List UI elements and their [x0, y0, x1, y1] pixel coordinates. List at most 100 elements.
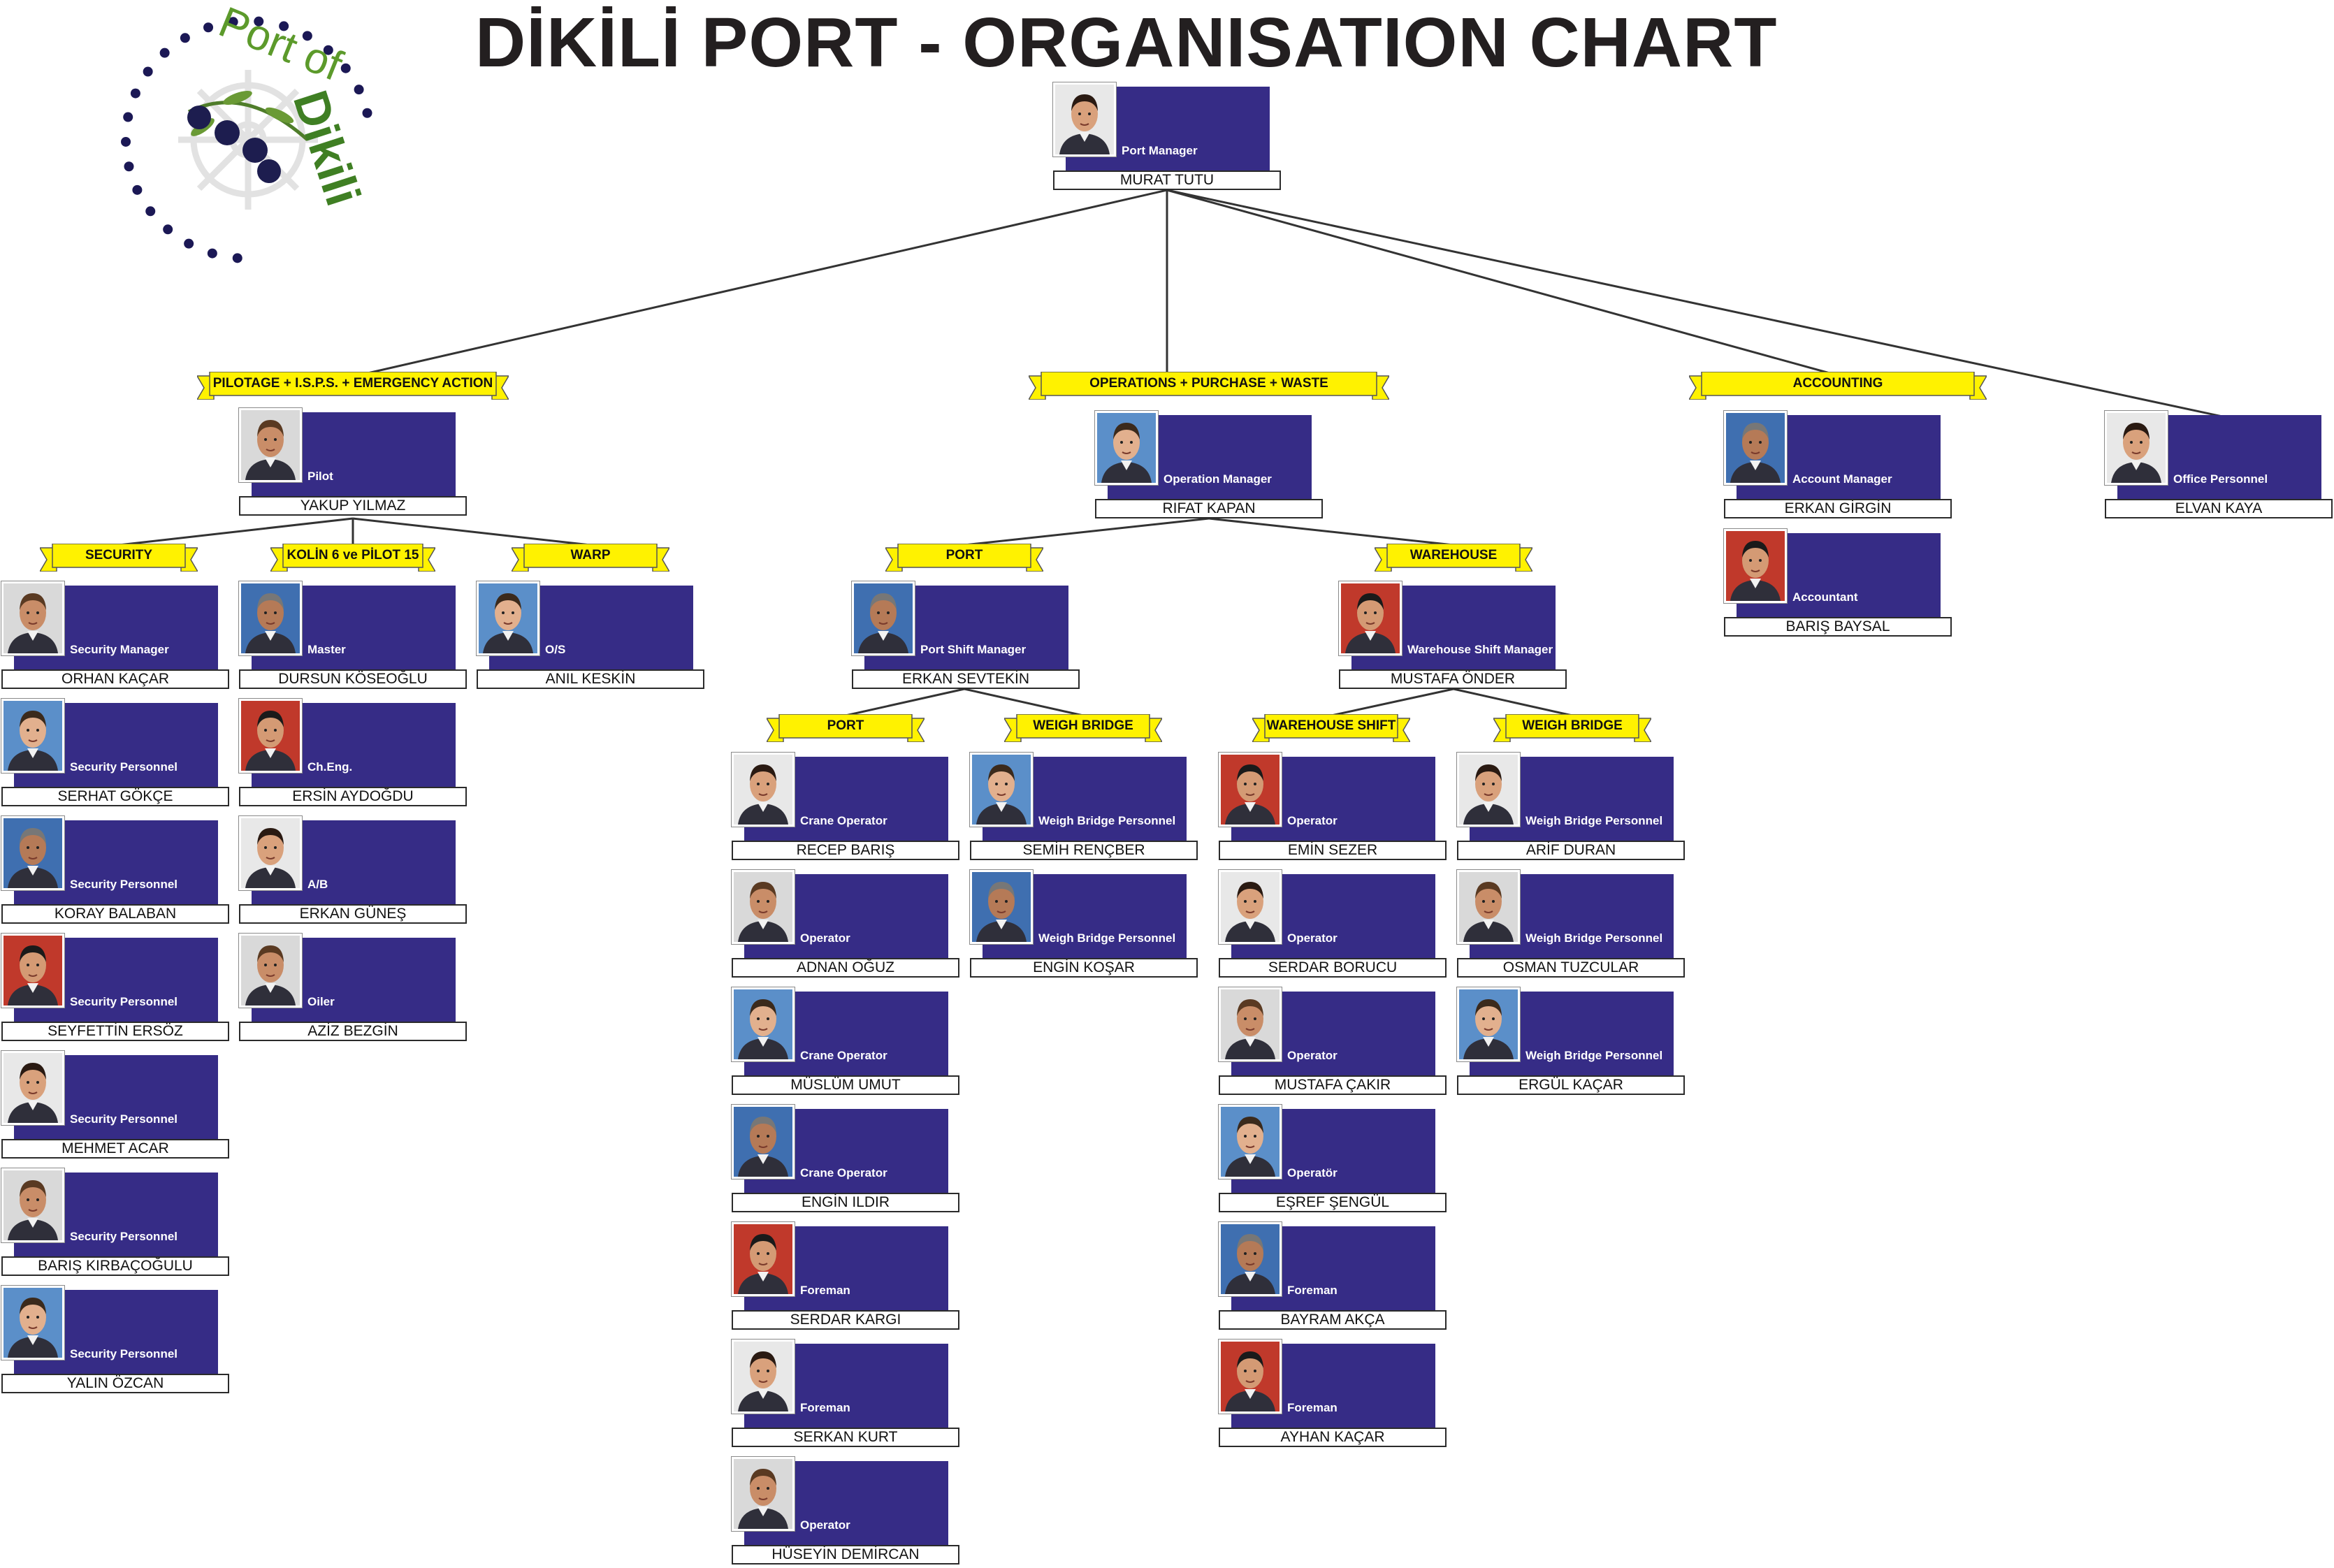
staff-name: SERKAN KURT — [732, 1428, 959, 1447]
banner-label: WEIGH BRIDGE — [1033, 718, 1133, 733]
staff-name: ADNAN OĞUZ — [732, 958, 959, 978]
portrait-icon — [3, 1053, 62, 1123]
staff-role: Weigh Bridge Personnel — [1038, 931, 1176, 945]
staff-photo — [1219, 1105, 1282, 1179]
portrait-icon — [734, 1459, 792, 1529]
staff-photo — [1, 816, 64, 890]
staff-role: Foreman — [800, 1401, 850, 1414]
staff-name: YAKUP YILMAZ — [239, 496, 467, 516]
staff-photo — [732, 1457, 795, 1531]
staff-photo — [732, 987, 795, 1061]
staff-photo — [239, 581, 302, 655]
staff-photo — [239, 816, 302, 890]
banner-warehouse-shift: WAREHOUSE SHIFT — [1252, 714, 1410, 742]
portrait-icon — [3, 1288, 62, 1358]
staff-photo — [1457, 870, 1520, 944]
staff-role: Pilot — [307, 470, 333, 483]
staff-photo — [1724, 529, 1787, 603]
page-title: DİKİLİ PORT - ORGANISATION CHART — [475, 3, 1778, 82]
staff-name: SEMİH RENÇBER — [970, 841, 1198, 860]
staff-name: MÜSLÜM UMUT — [732, 1075, 959, 1095]
banner-label: OPERATIONS + PURCHASE + WASTE — [1089, 376, 1328, 391]
portrait-icon — [1726, 413, 1785, 483]
ribbon-icon — [1493, 714, 1651, 742]
banner-label: ACCOUNTING — [1792, 376, 1883, 391]
staff-role: A/B — [307, 878, 328, 891]
staff-role: Port Shift Manager — [920, 643, 1027, 656]
banner-pilotage: PILOTAGE + I.S.P.S. + EMERGENCY ACTION — [197, 372, 509, 400]
staff-role: Foreman — [800, 1284, 850, 1297]
staff-name: ERKAN SEVTEKİN — [852, 669, 1080, 689]
portrait-icon — [1459, 989, 1518, 1059]
staff-name: ERGÜL KAÇAR — [1457, 1075, 1685, 1095]
staff-name: SERDAR BORUCU — [1219, 958, 1447, 978]
staff-role: Operator — [800, 931, 850, 945]
banner-label: WAREHOUSE SHIFT — [1266, 718, 1396, 733]
banner-label: PORT — [945, 548, 983, 562]
port-of-dikili-logo: Port of Dikili — [112, 0, 405, 273]
staff-photo — [1, 1051, 64, 1125]
portrait-icon — [3, 1170, 62, 1240]
staff-role: Warehouse Shift Manager — [1407, 643, 1553, 656]
staff-photo — [732, 1222, 795, 1296]
staff-role: Weigh Bridge Personnel — [1525, 814, 1663, 827]
banner-label: KOLİN 6 ve PİLOT 15 — [287, 548, 419, 562]
ship-wheel-olive-icon — [121, 16, 372, 263]
portrait-icon — [2107, 413, 2166, 483]
banner-port-sub: PORT — [767, 714, 925, 742]
ribbon-icon — [1252, 714, 1410, 742]
portrait-icon — [479, 583, 537, 653]
ribbon-icon — [1004, 714, 1162, 742]
ribbon-icon — [1375, 544, 1532, 572]
staff-role: Crane Operator — [800, 1166, 887, 1179]
staff-role: Master — [307, 643, 346, 656]
portrait-icon — [1055, 85, 1114, 154]
staff-name: EMİN SEZER — [1219, 841, 1447, 860]
staff-name: ENGİN ILDIR — [732, 1193, 959, 1212]
staff-role: Security Personnel — [70, 1347, 178, 1360]
staff-photo — [1, 581, 64, 655]
portrait-icon — [1097, 413, 1156, 483]
staff-photo — [1053, 82, 1116, 157]
staff-role: O/S — [545, 643, 566, 656]
portrait-icon — [734, 1107, 792, 1177]
portrait-icon — [3, 583, 62, 653]
staff-name: SERDAR KARGI — [732, 1310, 959, 1330]
portrait-icon — [1221, 755, 1280, 825]
staff-photo — [1724, 411, 1787, 485]
staff-photo — [1, 1286, 64, 1360]
staff-role: Security Manager — [70, 643, 169, 656]
staff-name: ELVAN KAYA — [2105, 499, 2333, 518]
staff-role: Port Manager — [1122, 144, 1198, 157]
banner-warp: WARP — [512, 544, 669, 572]
banner-security: SECURITY — [40, 544, 198, 572]
portrait-icon — [3, 701, 62, 771]
staff-photo — [732, 1340, 795, 1414]
staff-name: BAYRAM AKÇA — [1219, 1310, 1447, 1330]
staff-role: Weigh Bridge Personnel — [1525, 931, 1663, 945]
staff-photo — [732, 1105, 795, 1179]
staff-photo — [1457, 753, 1520, 827]
portrait-icon — [734, 1224, 792, 1294]
staff-photo — [1219, 1340, 1282, 1414]
staff-role: Operator — [1287, 814, 1338, 827]
portrait-icon — [1221, 989, 1280, 1059]
staff-name: ERKAN GİRGİN — [1724, 499, 1952, 518]
staff-photo — [732, 870, 795, 944]
